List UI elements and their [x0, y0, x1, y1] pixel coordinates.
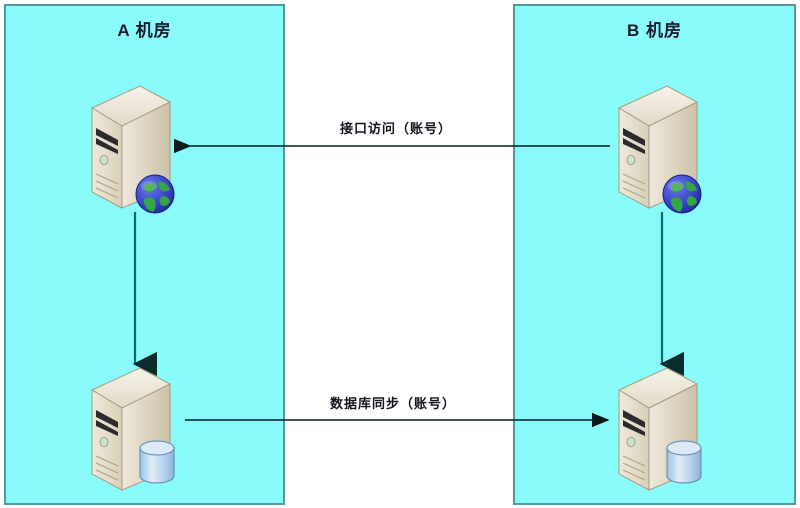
server-a-app[interactable] [78, 80, 174, 215]
edge-label-api-access: 接口访问（账号） [340, 121, 453, 136]
panel-a-title: A 机房 [117, 21, 172, 40]
panel-b-title: B 机房 [627, 21, 682, 40]
server-b-app[interactable] [605, 80, 701, 215]
database-icon [134, 438, 180, 486]
edge-label-db-sync: 数据库同步（账号） [330, 396, 457, 411]
database-icon [661, 438, 707, 486]
globe-icon [134, 173, 176, 215]
globe-icon [661, 173, 703, 215]
